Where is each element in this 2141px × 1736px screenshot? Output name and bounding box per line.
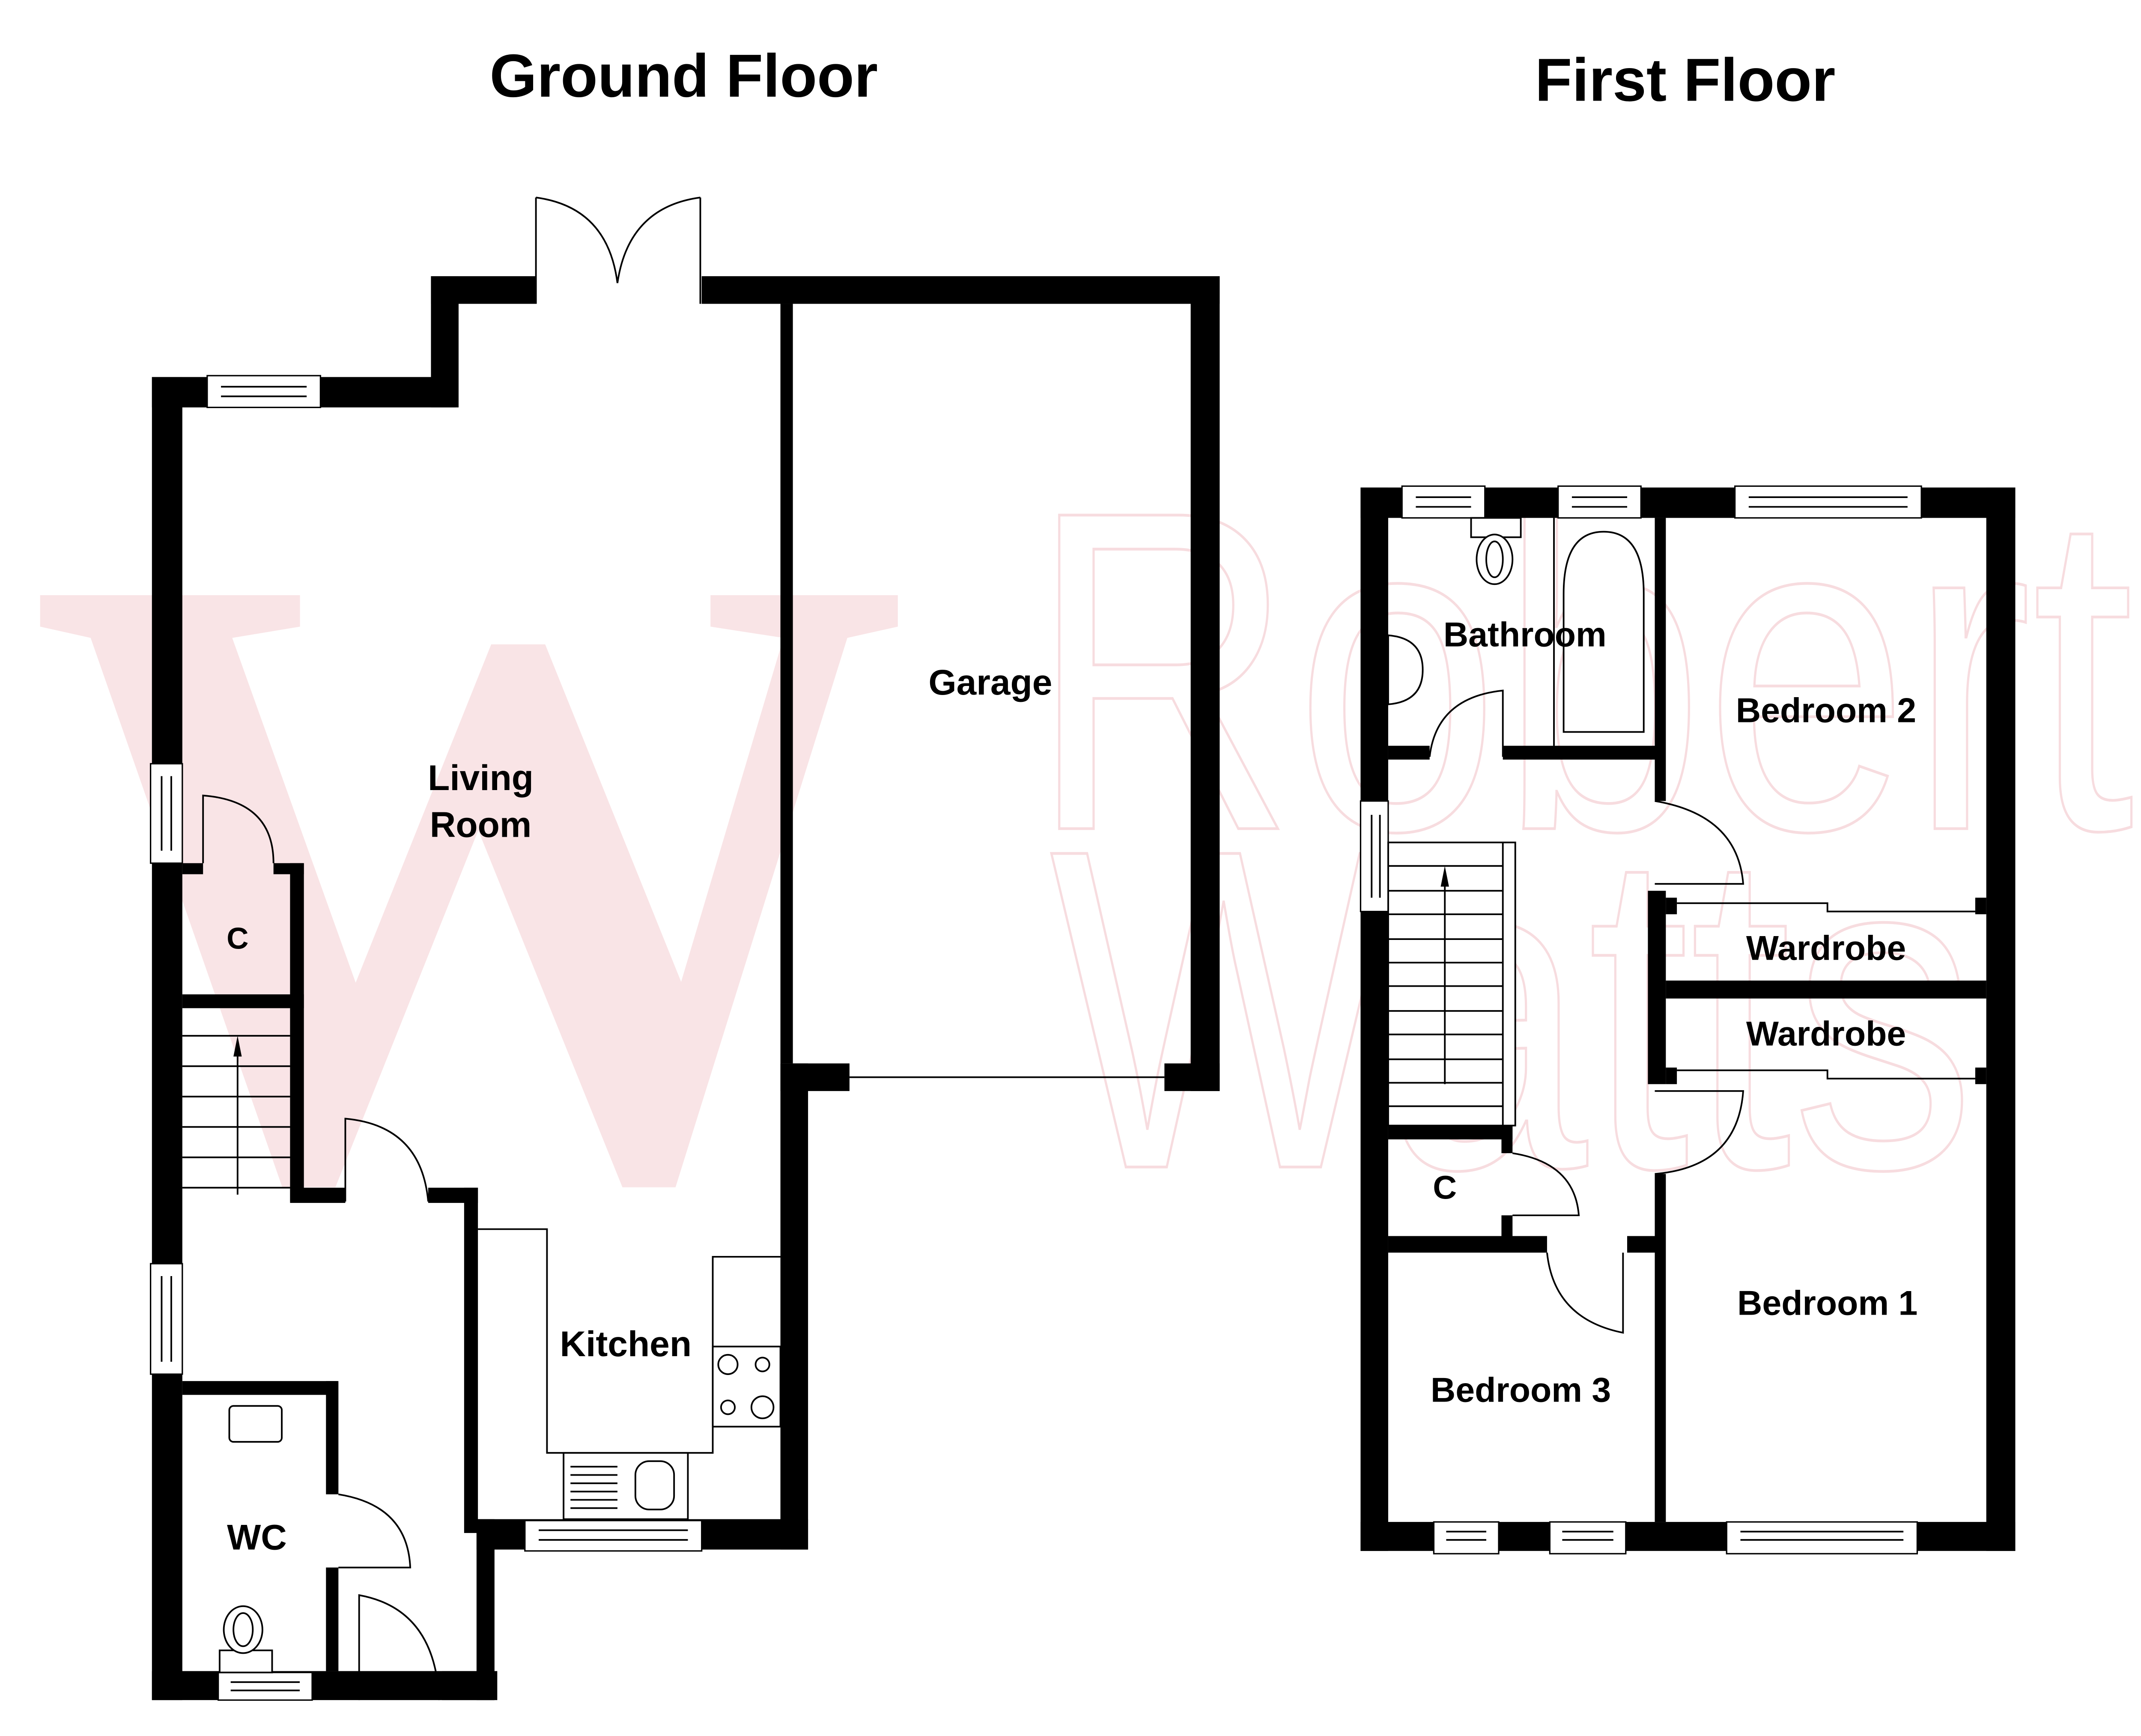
- window: [1726, 1521, 1918, 1554]
- toilet-icon: [223, 1605, 263, 1654]
- door: [1546, 1252, 1624, 1334]
- window: [1433, 1521, 1500, 1554]
- stair-arrow-icon: [1440, 866, 1449, 887]
- first-floor-title: First Floor: [1535, 46, 1836, 114]
- ground-floor-plan: Living Room Garage Kitchen C WC: [150, 197, 1220, 1701]
- room-label-living-room-2: Room: [430, 804, 532, 844]
- room-label-living-room: Living: [428, 758, 534, 798]
- door: [202, 794, 274, 863]
- window: [218, 1672, 313, 1701]
- door: [1655, 800, 1744, 885]
- ground-floor-title: Ground Floor: [489, 42, 878, 110]
- door: [1512, 1152, 1580, 1217]
- room-label-cupboard: C: [227, 922, 248, 956]
- door: [338, 1493, 412, 1569]
- room-label-bedroom-3: Bedroom 3: [1431, 1371, 1611, 1410]
- window: [150, 1263, 183, 1375]
- room-label-wc: WC: [227, 1517, 287, 1557]
- bath-icon: [1563, 531, 1645, 733]
- basin-icon: [228, 1405, 283, 1443]
- basin-icon: [1387, 634, 1424, 705]
- window: [150, 763, 183, 864]
- window: [1401, 485, 1486, 519]
- room-label-bathroom: Bathroom: [1443, 615, 1607, 654]
- room-label-cupboard: C: [1433, 1169, 1457, 1206]
- room-label-wardrobe-2: Wardrobe: [1746, 1014, 1906, 1053]
- window: [1549, 1521, 1627, 1554]
- stair-arrow-icon: [233, 1035, 242, 1057]
- staircase: [182, 1035, 290, 1195]
- room-label-wardrobe-1: Wardrobe: [1746, 929, 1906, 967]
- window: [524, 1520, 703, 1552]
- toilet-icon: [1476, 534, 1514, 585]
- window: [206, 375, 321, 409]
- door: [1655, 1090, 1744, 1175]
- door: [344, 1118, 429, 1202]
- window: [1360, 800, 1389, 913]
- room-label-bedroom-2: Bedroom 2: [1736, 692, 1916, 730]
- sink-icon: [634, 1460, 675, 1511]
- room-label-kitchen: Kitchen: [560, 1324, 692, 1364]
- door: [1428, 689, 1504, 757]
- front-door: [358, 1594, 440, 1700]
- cistern: [218, 1649, 273, 1673]
- watermark: W Robert Watts: [28, 386, 2137, 1366]
- staircase: [1387, 841, 1516, 1127]
- french-doors: [535, 197, 701, 304]
- first-floor-plan: Bathroom Bedroom 2 Wardrobe Wardrobe C B…: [1360, 485, 2016, 1554]
- room-label-bedroom-1: Bedroom 1: [1737, 1284, 1917, 1322]
- window: [1557, 485, 1642, 519]
- room-label-garage: Garage: [928, 662, 1052, 702]
- window: [1734, 485, 1922, 519]
